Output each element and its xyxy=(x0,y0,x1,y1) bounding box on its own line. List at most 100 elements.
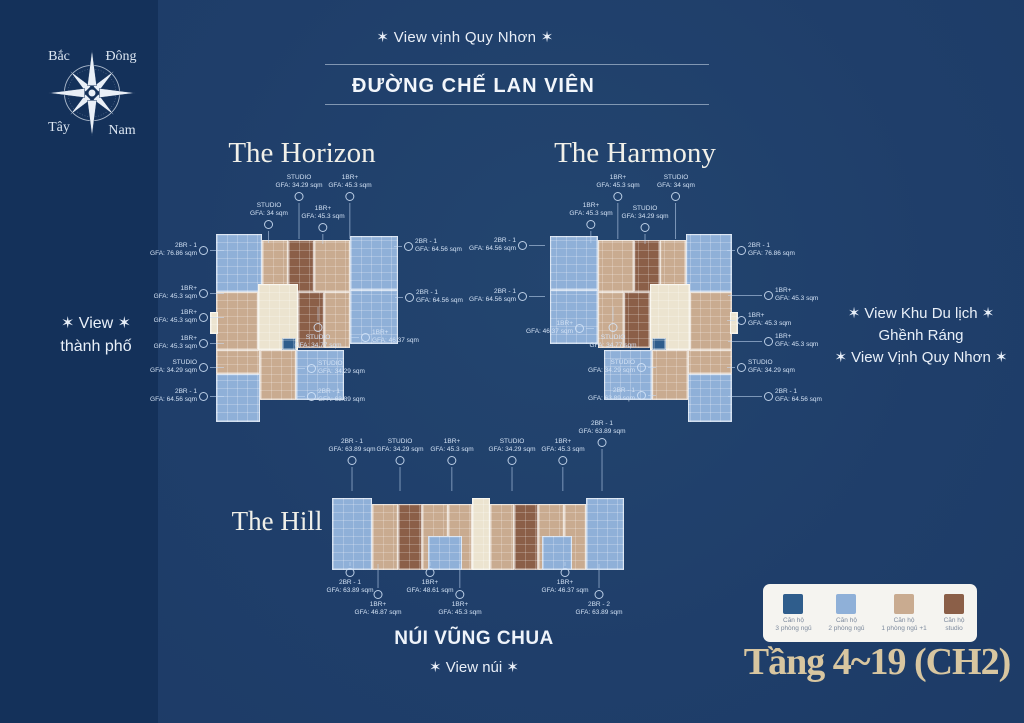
unit-type: 2BR - 1 xyxy=(338,579,362,586)
unit-number-marker xyxy=(558,456,568,465)
unit-number-marker xyxy=(455,590,465,599)
unit-number-marker xyxy=(764,290,773,300)
unit-number-marker xyxy=(199,362,208,372)
unit-number-marker xyxy=(361,332,370,342)
unit-label: 1BR+GFA: 45.3 sqm xyxy=(102,335,224,351)
leader-line xyxy=(394,245,402,247)
unit-gfa: GFA: 45.3 sqm xyxy=(775,295,819,302)
leader-line xyxy=(675,203,677,239)
unit-gfa: GFA: 34 sqm xyxy=(657,182,695,189)
unit-gfa: GFA: 34.29 sqm xyxy=(150,367,197,374)
leader-line xyxy=(395,296,403,298)
leader-line xyxy=(612,307,614,321)
floorplan-unit xyxy=(472,498,490,570)
floorplan-unit xyxy=(216,234,262,292)
unit-type: 2BR - 1 xyxy=(174,242,197,249)
unit-type: 2BR - 1 xyxy=(340,438,364,445)
unit-type: 1BR+ xyxy=(421,579,439,586)
unit-gfa: GFA: 45.3 sqm xyxy=(328,182,372,189)
unit-number-marker xyxy=(637,362,646,372)
street-divider-top xyxy=(325,64,709,65)
unit-number-marker xyxy=(404,241,413,251)
legend-label-line1: Căn hộ xyxy=(893,616,915,624)
unit-type: STUDIO xyxy=(172,359,197,366)
unit-number-marker xyxy=(345,192,355,201)
unit-gfa: GFA: 45.3 sqm xyxy=(569,210,613,217)
compass-north-label: Bắc xyxy=(48,49,70,64)
unit-gfa: GFA: 45.3 sqm xyxy=(596,182,640,189)
unit-gfa: GFA: 45.3 sqm xyxy=(438,609,482,616)
unit-type: 2BR - 2 xyxy=(587,601,611,608)
unit-label: 1BR+GFA: 45.3 sqm xyxy=(102,285,224,301)
unit-number-marker xyxy=(518,291,527,301)
compass-south-label: Nam xyxy=(108,123,136,138)
leader-line xyxy=(529,295,545,297)
leader-line xyxy=(210,249,224,251)
leader-line xyxy=(322,234,324,244)
unit-type: STUDIO xyxy=(387,438,413,445)
leader-line xyxy=(601,449,603,491)
unit-type: 1BR+ xyxy=(556,579,574,586)
unit-label: 1BR+GFA: 45.3 sqm xyxy=(438,564,482,617)
leader-line xyxy=(586,327,594,329)
floorplan-unit xyxy=(262,240,288,292)
floorplan-unit xyxy=(332,498,372,570)
unit-number-marker xyxy=(613,192,623,201)
unit-label: 1BR+GFA: 45.3 sqm xyxy=(430,438,474,491)
unit-type: 1BR+ xyxy=(775,333,792,340)
leader-line xyxy=(451,467,453,491)
floorplan-unit xyxy=(288,240,314,292)
unit-number-marker xyxy=(737,245,746,255)
unit-number-marker xyxy=(199,312,208,322)
floorplan-unit xyxy=(350,236,398,290)
unit-type: STUDIO xyxy=(318,360,343,367)
unit-number-marker xyxy=(425,568,435,577)
unit-gfa: GFA: 34.29 sqm xyxy=(318,368,365,375)
unit-label: 1BR+GFA: 46.37 sqm xyxy=(478,320,594,336)
unit-gfa: GFA: 63.89 sqm xyxy=(326,587,374,594)
unit-number-marker xyxy=(764,336,773,346)
unit-gfa: GFA: 45.3 sqm xyxy=(430,446,474,453)
unit-type: 1BR+ xyxy=(314,205,332,212)
unit-type: 2BR - 1 xyxy=(748,242,771,249)
unit-number-marker xyxy=(373,590,383,599)
legend-label-line1: Căn hộ xyxy=(783,616,804,624)
unit-type: 1BR+ xyxy=(180,335,197,342)
unit-gfa: GFA: 46.37 sqm xyxy=(526,328,573,335)
unit-number-marker xyxy=(637,390,646,400)
leader-line xyxy=(590,231,592,243)
leader-line xyxy=(562,467,564,491)
unit-label: 1BR+GFA: 45.3 sqm xyxy=(328,174,372,239)
legend-swatch xyxy=(944,593,965,614)
leader-line xyxy=(644,234,646,244)
floorplan-the-horizon xyxy=(210,232,398,424)
building-title: The Horizon xyxy=(228,137,376,169)
unit-gfa: GFA: 64.56 sqm xyxy=(775,396,822,403)
unit-type: 2BR - 1 xyxy=(493,237,516,244)
view-city-line2: thành phố xyxy=(60,338,132,355)
unit-number-marker xyxy=(307,391,316,401)
unit-type: STUDIO xyxy=(256,202,282,209)
unit-gfa: GFA: 34.29 sqm xyxy=(588,367,635,374)
leader-line xyxy=(529,244,545,246)
leader-line xyxy=(399,467,401,491)
unit-gfa: GFA: 34.29 sqm xyxy=(621,213,669,220)
floorplan-unit xyxy=(514,504,538,570)
unit-type: 1BR+ xyxy=(554,438,572,445)
leader-line xyxy=(297,367,305,369)
view-sea-line3: ✶ View Vịnh Quy Nhơn ✶ xyxy=(834,349,1008,366)
unit-type: STUDIO xyxy=(600,334,626,341)
unit-label: 1BR+GFA: 45.3 sqm xyxy=(541,438,585,491)
unit-number-marker xyxy=(345,568,355,577)
leader-line xyxy=(459,564,461,588)
legend-label-line1: Căn hộ xyxy=(835,616,857,624)
leader-line xyxy=(728,395,762,397)
